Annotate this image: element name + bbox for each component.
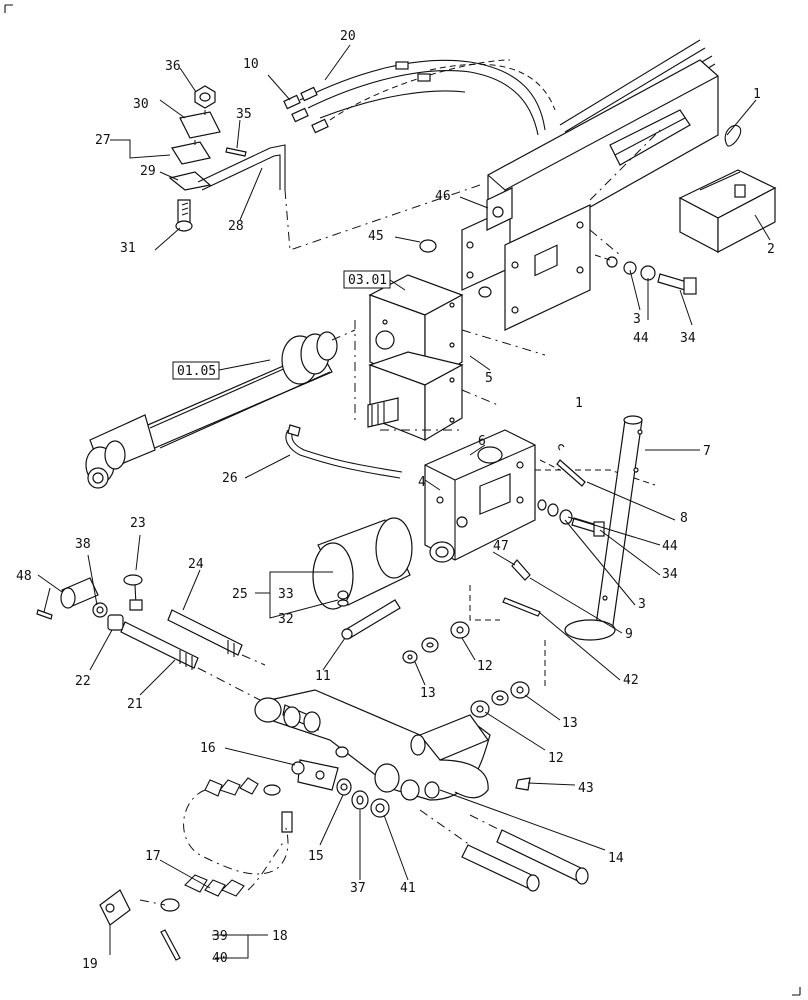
hose-26: [285, 424, 403, 479]
callout-48: 48: [16, 569, 32, 584]
callout-29: 29: [140, 164, 156, 179]
callout-17: 17: [145, 849, 161, 864]
callout-11: 11: [315, 669, 331, 684]
callout-labels: 1 2 3 44 34 10 20 36 30 27 29 35 28 31 4…: [16, 29, 775, 972]
pto-driveshaft: [85, 329, 356, 489]
callout-3-mid: 3: [638, 597, 646, 612]
callout-46: 46: [435, 189, 451, 204]
callout-leaders: [37, 44, 771, 959]
callout-44: 44: [633, 331, 649, 346]
left-pins: [36, 574, 266, 701]
callout-3: 3: [633, 312, 641, 327]
pin-set-middle: [539, 444, 586, 487]
lower-yoke: [254, 689, 589, 892]
hydraulic-cylinder-25: [312, 517, 413, 640]
pin-47-rod-42: [502, 559, 541, 617]
ref-box-0301[interactable]: 03.01: [343, 270, 406, 291]
hitch-frame: [424, 429, 656, 621]
callout-13b: 13: [562, 716, 578, 731]
callout-14: 14: [608, 851, 624, 866]
callout-1-mid: 1: [575, 396, 583, 411]
jack-stand-7: [564, 415, 643, 641]
callout-19: 19: [82, 957, 98, 972]
callout-20: 20: [340, 29, 356, 44]
callout-24: 24: [188, 557, 204, 572]
callout-2: 2: [767, 242, 775, 257]
callout-4: 4: [418, 475, 426, 490]
callout-37: 37: [350, 881, 366, 896]
upper-bolt-set: [594, 254, 697, 295]
callout-30: 30: [133, 97, 149, 112]
callout-9: 9: [625, 627, 633, 642]
callout-41: 41: [400, 881, 416, 896]
callout-12: 12: [477, 659, 493, 674]
ref-label-0105: 01.05: [177, 364, 216, 379]
callout-16: 16: [200, 741, 216, 756]
callout-33: 33: [278, 587, 294, 602]
callout-7: 7: [703, 444, 711, 459]
callout-31: 31: [120, 241, 136, 256]
main-beam: [419, 59, 719, 331]
nuts: [336, 778, 390, 818]
callout-32: 32: [278, 612, 294, 627]
callout-8: 8: [680, 511, 688, 526]
callout-21: 21: [127, 697, 143, 712]
callout-5: 5: [485, 371, 493, 386]
safety-chain: [99, 759, 339, 961]
callout-27: 27: [95, 133, 111, 148]
callout-45: 45: [368, 229, 384, 244]
crop-marks: [4, 4, 801, 996]
callout-13: 13: [420, 686, 436, 701]
callout-25: 25: [232, 587, 248, 602]
callout-47: 47: [493, 539, 509, 554]
callout-43: 43: [578, 781, 594, 796]
callout-10: 10: [243, 57, 259, 72]
callout-34-mid: 34: [662, 567, 678, 582]
callout-36: 36: [165, 59, 181, 74]
callout-15: 15: [308, 849, 324, 864]
callout-1: 1: [753, 87, 761, 102]
callout-39: 39: [212, 929, 228, 944]
callout-34: 34: [680, 331, 696, 346]
callout-23: 23: [130, 516, 146, 531]
callout-38: 38: [75, 537, 91, 552]
ref-label-0301: 03.01: [348, 273, 387, 288]
washers-12-13: [402, 621, 546, 718]
callout-40: 40: [212, 951, 228, 966]
toolbox: [678, 124, 777, 253]
callout-22: 22: [75, 674, 91, 689]
hydraulic-hoses: [283, 39, 716, 149]
callout-6: 6: [478, 434, 486, 449]
ref-box-0105[interactable]: 01.05: [172, 359, 271, 380]
callout-26: 26: [222, 471, 238, 486]
callout-28: 28: [228, 219, 244, 234]
callout-12b: 12: [548, 751, 564, 766]
callout-42: 42: [623, 673, 639, 688]
callout-18: 18: [272, 929, 288, 944]
callout-35: 35: [236, 107, 252, 122]
middle-bolt-set: [537, 499, 605, 537]
gearbox: [354, 274, 546, 442]
handle-assembly: [168, 85, 481, 251]
callout-44-mid: 44: [662, 539, 678, 554]
